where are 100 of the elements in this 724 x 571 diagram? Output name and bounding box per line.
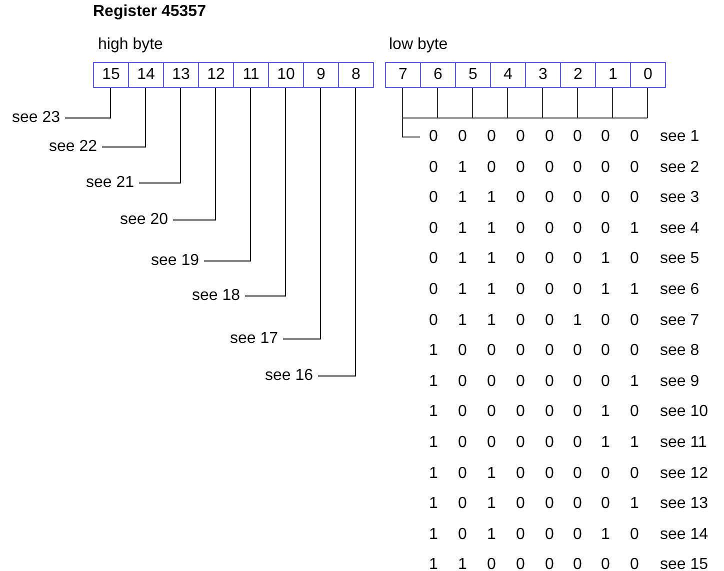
bit-value: 0 bbox=[630, 526, 639, 544]
bit-value: 1 bbox=[458, 281, 467, 299]
reference-text: see 14 bbox=[660, 526, 708, 544]
bit-value: 1 bbox=[487, 526, 496, 544]
bit-value: 0 bbox=[545, 434, 554, 452]
bit-value: 0 bbox=[458, 526, 467, 544]
bit-value: 0 bbox=[545, 312, 554, 330]
bit-value: 1 bbox=[487, 250, 496, 268]
bit-value: 0 bbox=[573, 526, 582, 544]
bit-cell: 11 bbox=[233, 62, 269, 88]
bit-value: 0 bbox=[630, 464, 639, 483]
bit-value: 0 bbox=[601, 495, 610, 514]
leader-line bbox=[172, 88, 216, 220]
bit-value: 0 bbox=[458, 128, 467, 146]
bit-cell: 0 bbox=[630, 62, 666, 88]
bit-value: 1 bbox=[429, 464, 438, 483]
reference-text: see 5 bbox=[660, 250, 700, 268]
bit-value: 0 bbox=[545, 403, 554, 422]
leader-line bbox=[244, 88, 286, 296]
bit-value: 1 bbox=[429, 556, 438, 571]
bit-value: 0 bbox=[573, 281, 582, 299]
bit-value: 0 bbox=[601, 128, 610, 146]
bit-value: 0 bbox=[630, 342, 639, 360]
bit-value: 1 bbox=[429, 434, 438, 452]
bit-cell: 5 bbox=[455, 62, 491, 88]
bit-value: 0 bbox=[429, 189, 438, 208]
register-title: Register 45357 bbox=[93, 3, 206, 21]
bit-value: 0 bbox=[458, 495, 467, 514]
bit-value: 0 bbox=[516, 220, 525, 238]
bit-value: 1 bbox=[458, 158, 467, 177]
bit-cell: 13 bbox=[163, 62, 199, 88]
bit-cell: 6 bbox=[420, 62, 456, 88]
reference-text: see 15 bbox=[660, 556, 708, 571]
reference-text: see 20 bbox=[120, 211, 168, 229]
bit-value: 0 bbox=[601, 342, 610, 360]
bit-value: 0 bbox=[429, 281, 438, 299]
bit-value: 0 bbox=[458, 403, 467, 422]
bit-value: 0 bbox=[545, 372, 554, 391]
bit-value: 0 bbox=[545, 281, 554, 299]
bit-cell: 1 bbox=[595, 62, 631, 88]
reference-text: see 1 bbox=[660, 128, 700, 146]
bit-value: 0 bbox=[429, 250, 438, 268]
bit-value: 0 bbox=[516, 312, 525, 330]
bit-value: 0 bbox=[545, 189, 554, 208]
bit-value: 0 bbox=[601, 372, 610, 391]
bit-value: 0 bbox=[630, 189, 639, 208]
bit-cell: 7 bbox=[385, 62, 421, 88]
bit-value: 1 bbox=[601, 403, 610, 422]
bit-value: 0 bbox=[573, 464, 582, 483]
bit-value: 0 bbox=[573, 189, 582, 208]
bit-value: 1 bbox=[601, 526, 610, 544]
bit-value: 0 bbox=[573, 403, 582, 422]
bit-value: 0 bbox=[487, 403, 496, 422]
bit-value: 1 bbox=[601, 281, 610, 299]
reference-text: see 7 bbox=[660, 312, 700, 330]
bit-cell: 3 bbox=[525, 62, 561, 88]
bit-value: 0 bbox=[545, 250, 554, 268]
bit-value: 0 bbox=[630, 312, 639, 330]
bit-value: 1 bbox=[487, 189, 496, 208]
reference-text: see 3 bbox=[660, 189, 700, 208]
bit-value: 0 bbox=[545, 342, 554, 360]
leader-line bbox=[138, 88, 181, 184]
bit-value: 0 bbox=[458, 342, 467, 360]
reference-text: see 16 bbox=[265, 367, 314, 385]
bit-value: 0 bbox=[487, 556, 496, 571]
bit-value: 0 bbox=[516, 464, 525, 483]
reference-text: see 10 bbox=[660, 403, 708, 422]
leader-line bbox=[102, 88, 146, 148]
bit-value: 0 bbox=[573, 250, 582, 268]
bit-value: 1 bbox=[429, 372, 438, 391]
bit-value: 0 bbox=[573, 372, 582, 391]
reference-text: see 12 bbox=[660, 464, 708, 483]
bit-value: 0 bbox=[573, 128, 582, 146]
bit-value: 0 bbox=[545, 556, 554, 571]
bit-value: 1 bbox=[487, 312, 496, 330]
bit-value: 1 bbox=[429, 403, 438, 422]
bit-value: 0 bbox=[516, 495, 525, 514]
bit-value: 1 bbox=[601, 434, 610, 452]
bit-value: 1 bbox=[487, 495, 496, 514]
bit-value: 1 bbox=[630, 372, 639, 391]
bit-value: 0 bbox=[487, 128, 496, 146]
bit-value: 0 bbox=[601, 464, 610, 483]
leader-line bbox=[64, 88, 111, 118]
bit-value: 1 bbox=[601, 250, 610, 268]
reference-text: see 21 bbox=[86, 174, 134, 192]
bit-value: 0 bbox=[516, 189, 525, 208]
reference-text: see 6 bbox=[660, 281, 700, 299]
bit-value: 0 bbox=[601, 556, 610, 571]
bit-value: 0 bbox=[545, 526, 554, 544]
bit-value: 1 bbox=[630, 281, 639, 299]
bit-value: 0 bbox=[630, 250, 639, 268]
bit-value: 0 bbox=[545, 495, 554, 514]
bit-value: 0 bbox=[487, 158, 496, 177]
group-label: low byte bbox=[389, 36, 448, 54]
bit-value: 0 bbox=[516, 434, 525, 452]
bit-value: 0 bbox=[630, 158, 639, 177]
bit-value: 0 bbox=[516, 250, 525, 268]
bit-value: 1 bbox=[458, 250, 467, 268]
bit-cell: 15 bbox=[93, 62, 129, 88]
bit-value: 1 bbox=[458, 220, 467, 238]
